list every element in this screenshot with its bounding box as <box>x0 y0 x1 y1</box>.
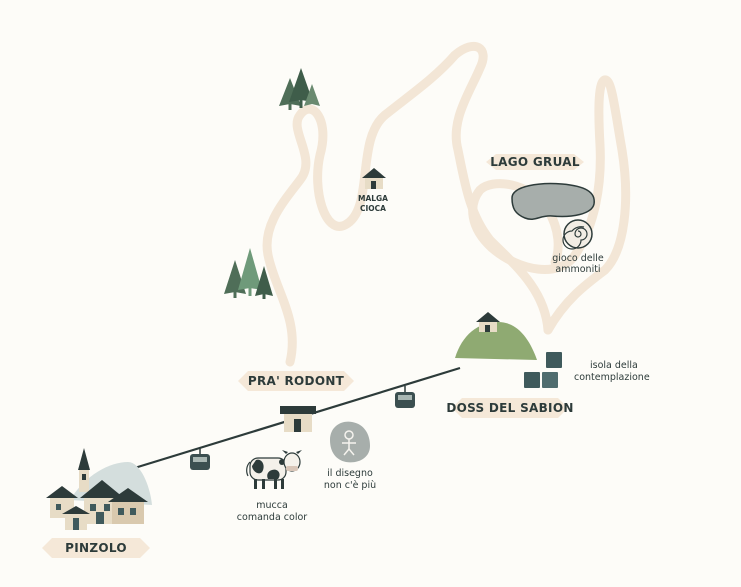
isola-label-1: isola della <box>590 360 638 371</box>
lago-grual-label: LAGO GRUAL <box>490 155 580 169</box>
mucca-label-1: mucca <box>256 500 288 511</box>
ammonite-icon <box>562 219 593 250</box>
disegno-icon <box>330 421 370 463</box>
cable-car-cabin <box>395 386 415 408</box>
pinzolo-label: PINZOLO <box>65 541 127 555</box>
pinzolo-banner: PINZOLO <box>42 538 150 558</box>
cubes-icon <box>524 352 562 388</box>
disegno-label-1: il disegno <box>327 468 373 479</box>
doss-del-sabion-hut-icon <box>476 312 500 332</box>
pine-trees-top <box>279 68 320 110</box>
pra-rodont-banner: PRA' RODONT <box>238 371 354 391</box>
trail-path-right <box>468 75 631 335</box>
mucca-label-2: comanda color <box>237 512 307 523</box>
malga-cioca-label-2: CIOCA <box>360 204 386 213</box>
pinzolo-village-icon <box>46 448 152 530</box>
ammoniti-label-1: gioco delle <box>552 253 604 264</box>
malga-cioca-hut-icon <box>362 168 386 189</box>
cable-car-cabin <box>190 448 210 470</box>
isola-label-2: contemplazione <box>574 372 650 383</box>
malga-cioca-label-1: MALGA <box>358 194 388 203</box>
disegno-label-2: non c'è più <box>324 480 376 491</box>
doss-del-sabion-banner: DOSS DEL SABION <box>446 398 573 418</box>
ammoniti-label-2: ammoniti <box>555 264 600 275</box>
doss-del-sabion-label: DOSS DEL SABION <box>446 401 573 415</box>
lago-grual-banner: LAGO GRUAL <box>486 154 584 170</box>
pra-rodont-station-icon <box>280 406 316 432</box>
pine-trees-middle <box>224 248 273 299</box>
doss-del-sabion-hill <box>455 322 537 360</box>
cow-icon <box>246 450 302 489</box>
pra-rodont-label: PRA' RODONT <box>248 374 345 388</box>
trail-path-left <box>262 41 553 367</box>
lago-grual-lake <box>511 182 595 220</box>
